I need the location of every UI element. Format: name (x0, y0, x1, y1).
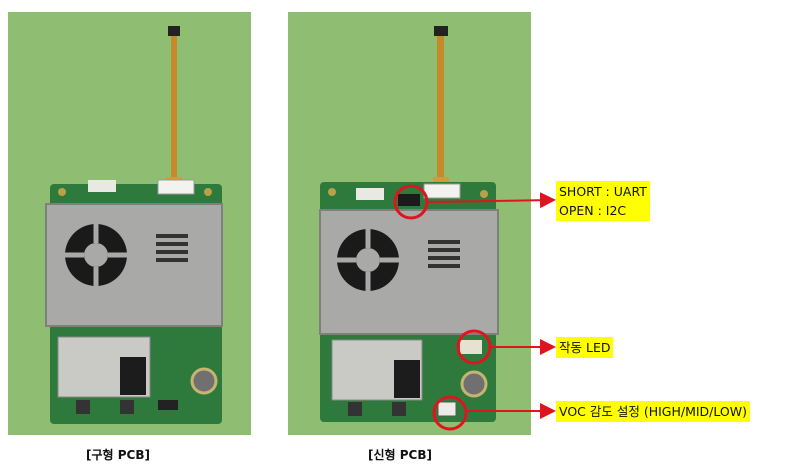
mode-line-i2c: OPEN : I2C (559, 203, 627, 218)
led-annotation: 작동 LED (556, 337, 614, 358)
new-pcb-caption: [신형 PCB] (368, 448, 432, 462)
new-pcb-photo (288, 12, 531, 435)
old-pcb-caption: [구형 PCB] (86, 448, 150, 462)
mode-annotation: SHORT : UART OPEN : I2C (556, 181, 650, 221)
voc-annotation: VOC 감도 설정 (HIGH/MID/LOW) (556, 401, 750, 422)
old-pcb-photo (8, 12, 251, 435)
mode-line-uart: SHORT : UART (559, 184, 647, 199)
